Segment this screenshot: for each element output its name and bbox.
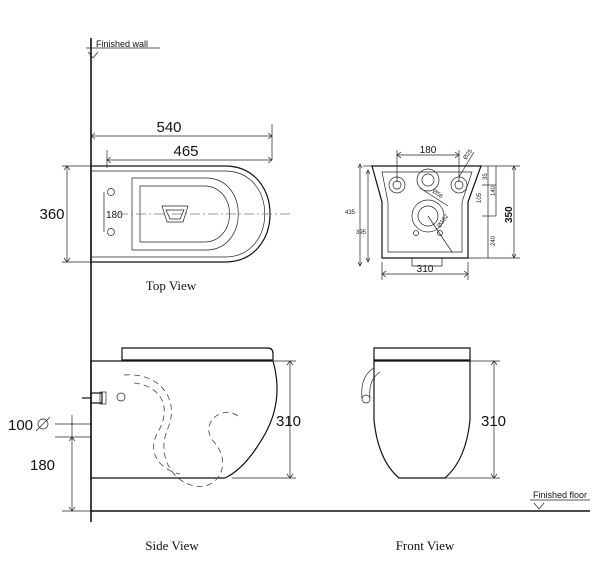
finished-wall-label: Finished wall bbox=[96, 39, 148, 49]
dia-56: Ø56 bbox=[431, 189, 444, 201]
dim-35: 35 bbox=[483, 173, 489, 180]
side-view: 310 100 180 Side View bbox=[8, 347, 301, 553]
front-view: 310 Front View bbox=[361, 347, 506, 553]
dim-180-side: 180 bbox=[30, 457, 55, 474]
dim-360: 360 bbox=[39, 206, 64, 223]
dim-310-side: 310 bbox=[276, 413, 301, 430]
dim-240: 240 bbox=[491, 235, 497, 246]
dim-100: 100 bbox=[8, 417, 33, 434]
finished-floor-label: Finished floor bbox=[533, 490, 587, 500]
dim-465: 465 bbox=[173, 143, 198, 160]
dia-102: Ø102 bbox=[437, 213, 451, 229]
dim-140: 140 bbox=[491, 185, 497, 196]
dim-435: 435 bbox=[345, 210, 356, 216]
side-view-caption: Side View bbox=[145, 538, 199, 553]
dim-540: 540 bbox=[156, 119, 181, 136]
dim-395: 395 bbox=[356, 230, 367, 236]
dim-310-front: 310 bbox=[481, 413, 506, 430]
dim-105: 105 bbox=[477, 192, 483, 203]
dim-350: 350 bbox=[504, 206, 515, 223]
rear-view: 180 Ø25 Ø56 Ø102 310 435 bbox=[345, 145, 520, 280]
top-view: 540 465 360 180 Top View bbox=[39, 119, 292, 293]
top-view-caption: Top View bbox=[146, 278, 197, 293]
dim-310-rear: 310 bbox=[417, 264, 434, 275]
finished-floor: Finished floor bbox=[91, 490, 590, 512]
front-view-caption: Front View bbox=[396, 538, 455, 553]
dim-180-top: 180 bbox=[106, 210, 123, 221]
dim-180-rear: 180 bbox=[420, 145, 437, 156]
dia-25: Ø25 bbox=[463, 148, 475, 161]
